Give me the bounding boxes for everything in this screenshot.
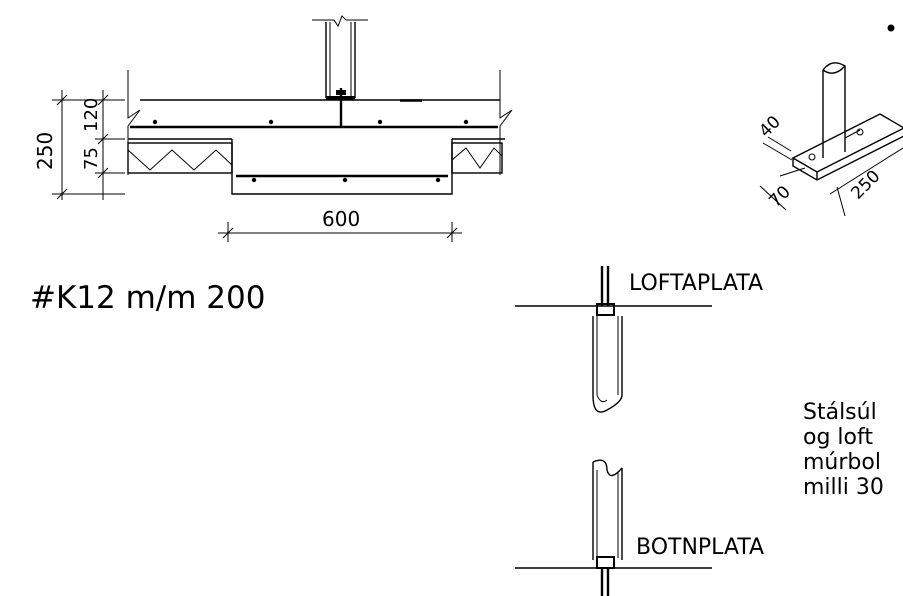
- note-block: Stálsúl og loft múrbol milli 30: [803, 400, 884, 500]
- note-line-3: múrbol: [803, 450, 881, 475]
- dim-thickness: 40: [755, 112, 784, 141]
- label-bottom-plate: BOTNPLATA: [636, 535, 764, 560]
- dim-beam-width: 600: [322, 207, 360, 231]
- dim-lower-part: 75: [81, 147, 102, 170]
- note-line-2: og loft: [803, 425, 873, 450]
- column-elevation: [515, 266, 712, 596]
- isometric-base-plate: 40 70 250: [755, 24, 903, 217]
- label-top-plate: LOFTAPLATA: [629, 271, 763, 296]
- reinforcement-note: #K12 m/m 200: [30, 280, 265, 316]
- insulation-right: [451, 142, 503, 174]
- plate-top: [791, 113, 903, 173]
- horizontal-dimension: [218, 222, 462, 242]
- beam-downstand: [231, 139, 453, 195]
- dim-edge: 70: [765, 182, 794, 211]
- dim-upper-part: 120: [81, 98, 102, 132]
- dim-length: 250: [847, 166, 884, 203]
- dim-total-height: 250: [33, 132, 57, 170]
- note-line-4: milli 30: [803, 475, 884, 500]
- vertical-dimensions: [52, 90, 125, 200]
- insulation-left: [127, 142, 233, 174]
- dot-icon: [887, 24, 895, 32]
- note-line-1: Stálsúl: [803, 400, 877, 425]
- slab-beam-section: 250 120 75 600: [33, 15, 513, 242]
- break-line-icon: [312, 15, 368, 28]
- steel-column-section: [312, 15, 368, 128]
